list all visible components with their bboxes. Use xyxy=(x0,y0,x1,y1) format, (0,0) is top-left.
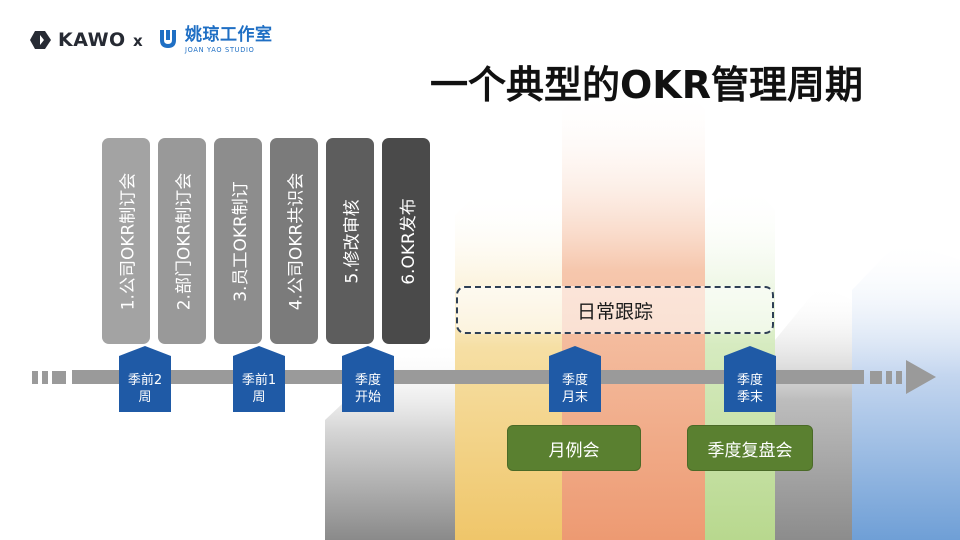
milestone-label-month-end: 季度 月末 xyxy=(561,373,588,405)
milestone-marker xyxy=(549,346,601,412)
timeline-dash xyxy=(52,371,66,384)
timeline-dash xyxy=(870,371,882,384)
step-card-4: 4.公司OKR共识会 xyxy=(270,138,318,344)
timeline-dash xyxy=(886,371,892,384)
step-card-6: 6.OKR发布 xyxy=(382,138,430,344)
step-card-1: 1.公司OKR制订会 xyxy=(102,138,150,344)
studio-name-en: JOAN YAO STUDIO xyxy=(185,46,255,54)
step-card-5: 5.修改审核 xyxy=(326,138,374,344)
studio-name-cn: 姚琼工作室 xyxy=(185,25,273,45)
timeline-dash xyxy=(32,371,38,384)
milestone-label-pre-2w: 季前2 周 xyxy=(127,373,163,405)
timeline-dash xyxy=(42,371,48,384)
milestone-marker xyxy=(724,346,776,412)
studio-logo-icon xyxy=(160,30,176,48)
timeline-arrow-head xyxy=(906,360,936,394)
kawo-brand-text: KAWO xyxy=(58,29,126,51)
studio-logo: 姚琼工作室 JOAN YAO STUDIO xyxy=(156,27,273,54)
milestone-marker xyxy=(342,346,394,412)
step-card-2: 2.部门OKR制订会 xyxy=(158,138,206,344)
milestone-marker xyxy=(119,346,171,412)
bg-block-darkgray xyxy=(775,285,852,540)
milestone-label-pre-1w: 季前1 周 xyxy=(241,373,277,405)
milestone-label-quarter-start: 季度 开始 xyxy=(354,373,381,405)
bg-block-yellow xyxy=(455,190,562,540)
quarterly-review-box: 季度复盘会 xyxy=(687,425,813,471)
milestone-label-quarter-end: 季度 季末 xyxy=(736,373,763,405)
page-title: 一个典型的OKR管理周期 xyxy=(430,63,864,107)
step-label: 1.公司OKR制订会 xyxy=(118,172,139,310)
kawo-logo: KAWO xyxy=(30,29,126,51)
step-label: 3.员工OKR制订 xyxy=(230,180,251,302)
step-label: 4.公司OKR共识会 xyxy=(286,172,307,310)
step-label: 5.修改审核 xyxy=(342,198,363,284)
step-label: 6.OKR发布 xyxy=(398,197,419,285)
collab-separator: x xyxy=(133,32,143,50)
step-label: 2.部门OKR制订会 xyxy=(174,172,195,310)
milestone-marker xyxy=(233,346,285,412)
kawo-logo-icon xyxy=(30,31,51,49)
step-card-3: 3.员工OKR制订 xyxy=(214,138,262,344)
daily-tracking-box: 日常跟踪 xyxy=(456,286,774,334)
monthly-meeting-box: 月例会 xyxy=(507,425,641,471)
timeline-dash xyxy=(896,371,902,384)
